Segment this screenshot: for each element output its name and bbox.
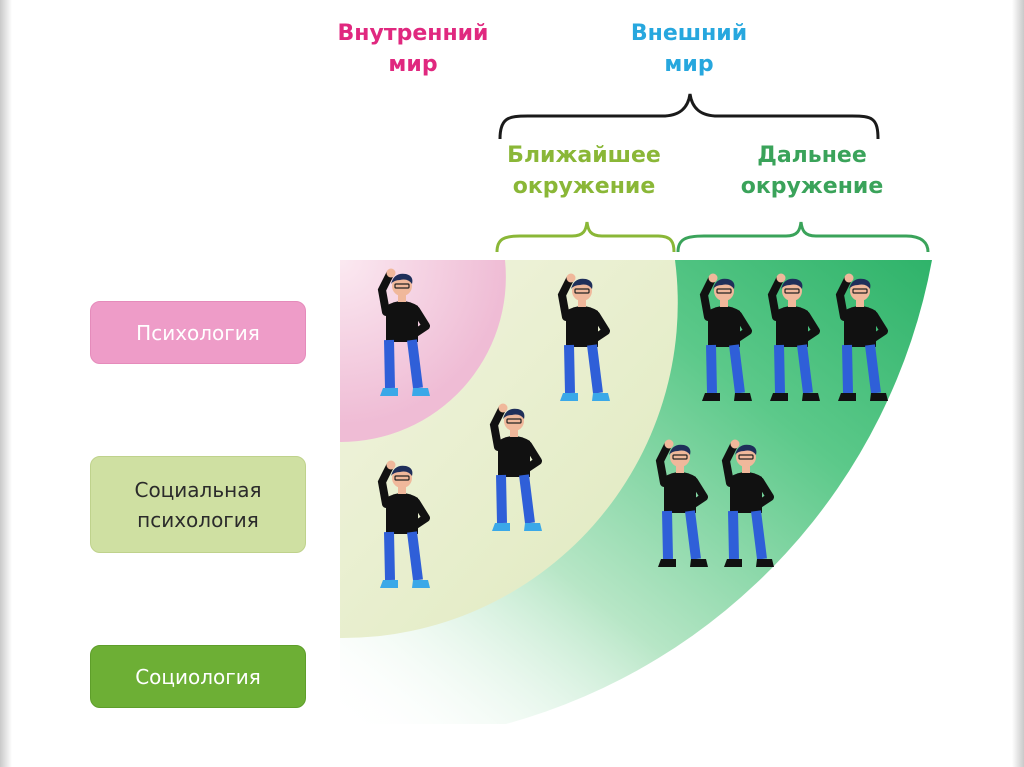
far-environment-brace (676, 221, 930, 253)
psychology-label: Психология (90, 301, 306, 364)
person-figure-far-1 (699, 273, 752, 401)
inner-world-heading: Внутренний мир (337, 21, 489, 77)
sociology-label: Социология (90, 645, 306, 708)
person-figure-far-2 (767, 273, 820, 401)
person-figure-inner-1 (377, 268, 430, 396)
person-figure-near-2 (489, 403, 542, 531)
near-environment-brace (495, 221, 676, 253)
social-psychology-label: Социальная психология (90, 456, 306, 553)
person-figure-near-1 (557, 273, 610, 401)
person-figure-far-5 (721, 439, 774, 567)
right-edge-shadow (1012, 0, 1024, 767)
person-figure-far-3 (835, 273, 888, 401)
far-environment-heading: Дальнее окружение (740, 143, 884, 199)
left-edge-shadow (0, 0, 12, 767)
person-figure-inner-2 (377, 460, 430, 588)
person-figure-far-4 (655, 439, 708, 567)
social-psychology-text: Социальная психология (134, 477, 262, 532)
outer-world-brace (498, 93, 880, 140)
outer-world-heading: Внешний мир (630, 21, 748, 77)
near-environment-heading: Ближайшее окружение (507, 143, 661, 199)
